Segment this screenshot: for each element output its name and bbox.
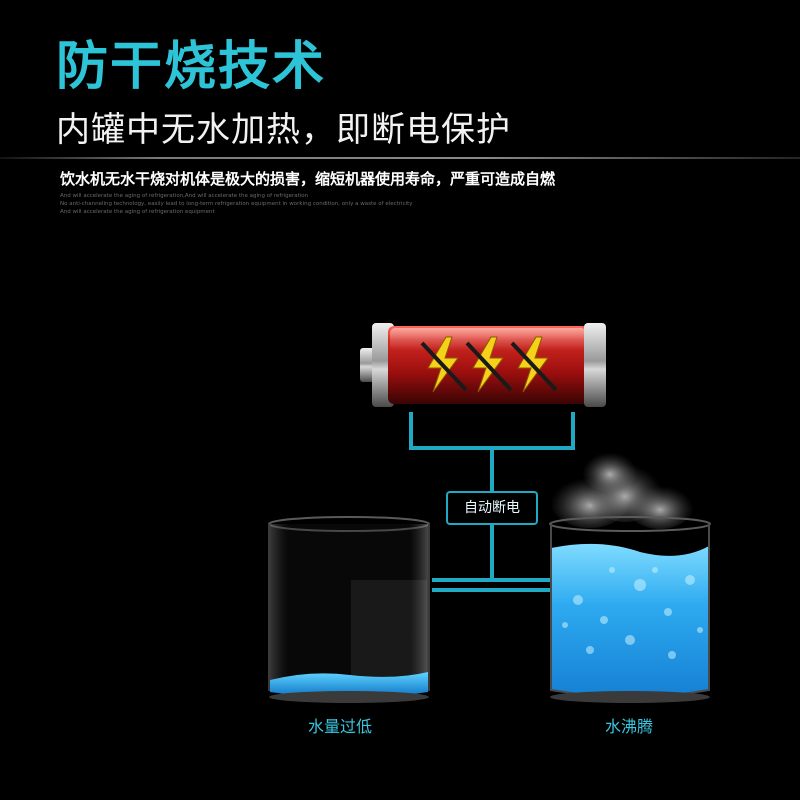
fine-print-line: And will accelerate the aging of refrige… <box>60 209 215 215</box>
lightning-bolt-icon <box>465 336 513 393</box>
page-subtitle: 内罐中无水加热，即断电保护 <box>56 110 511 150</box>
steam-icon <box>550 448 694 529</box>
low-water-label: 水量过低 <box>308 717 373 736</box>
auto-power-off-badge: 自动断电 <box>446 491 538 525</box>
page-title: 防干烧技术 <box>56 37 327 97</box>
lightning-bolt-icon <box>510 336 558 393</box>
divider <box>0 157 800 159</box>
cup-icon <box>268 516 430 703</box>
lightning-bolt-icon <box>420 336 468 393</box>
fine-print-line: And will accelerate the aging of refrige… <box>60 193 309 199</box>
fine-print-line: No anti-channeling technology, easily le… <box>60 201 413 207</box>
boiling-water-label: 水沸腾 <box>605 717 654 736</box>
circuit-lines <box>409 412 575 592</box>
description-text: 饮水机无水干烧对机体是极大的损害，缩短机器使用寿命，严重可造成自燃 <box>60 170 556 188</box>
cup-icon <box>549 516 711 703</box>
